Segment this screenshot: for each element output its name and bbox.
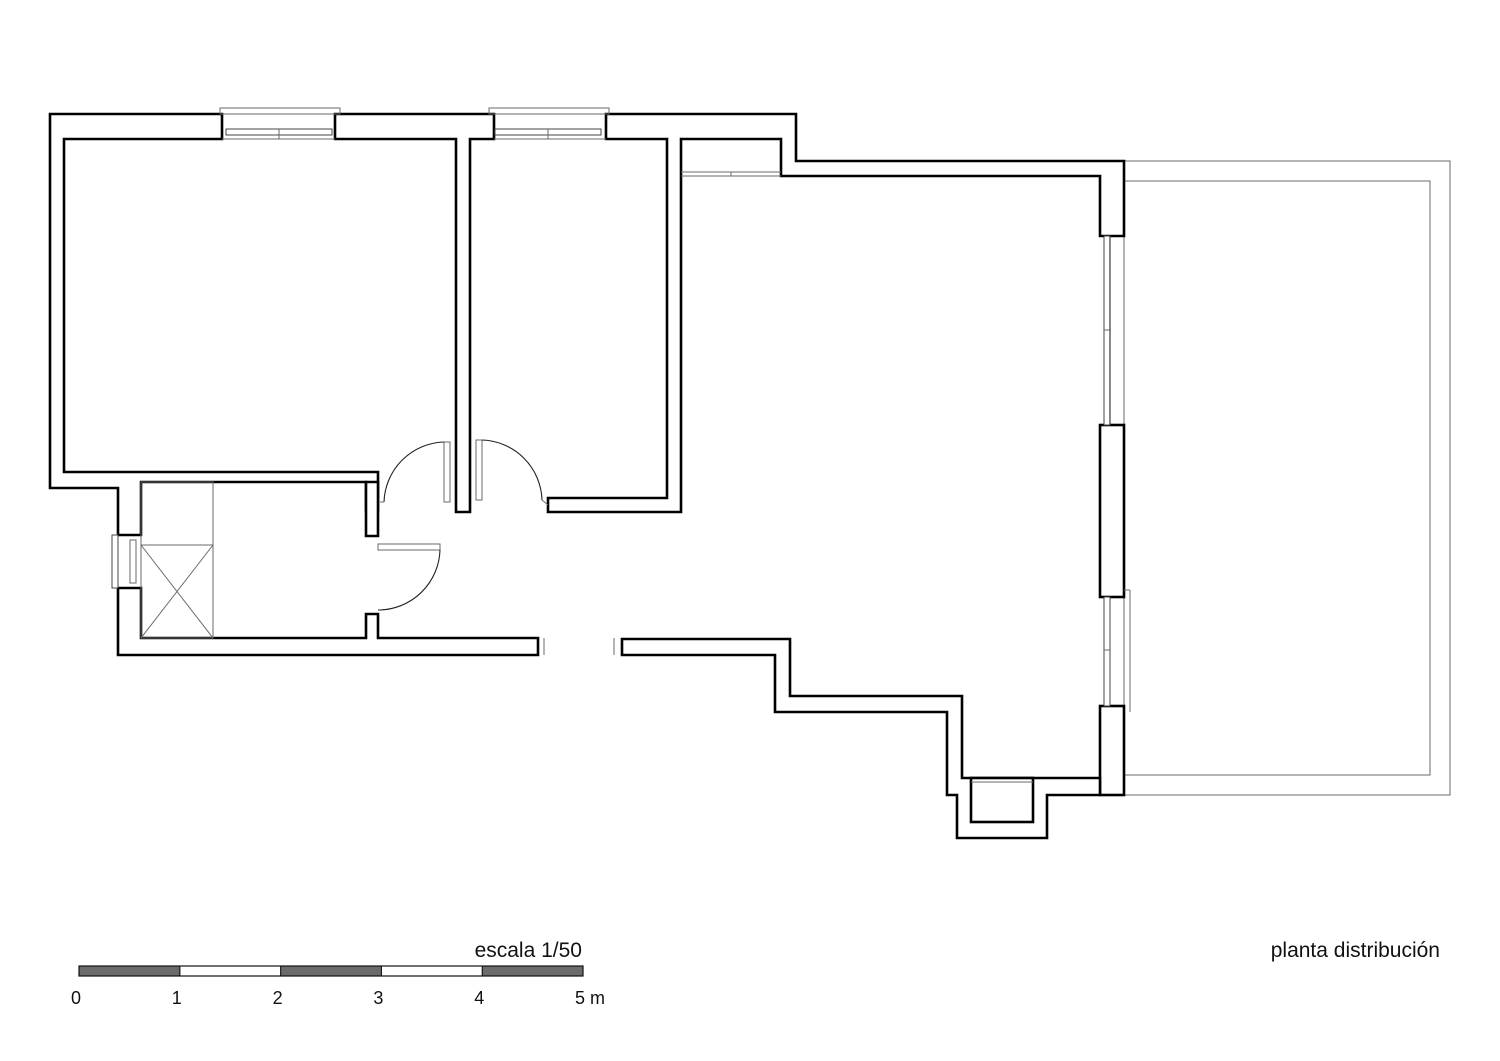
scale-segment [179,965,282,977]
bedroom-2-walls [546,112,1126,514]
scale-tick-label: 0 [71,988,81,1008]
scale-segment [280,965,382,977]
living-right-wall [1098,235,1131,797]
door-bathroom [377,543,441,611]
window-bedroom-2 [488,107,610,140]
bedroom-1-walls [48,112,496,537]
scale-bar [78,965,584,977]
scale-tick-label: 2 [273,988,283,1008]
window-living-top [681,171,781,177]
scale-ticks: 0 1 2 3 4 5 m [71,988,605,1008]
terrace [1123,160,1451,796]
scale-tick-label: 3 [373,988,383,1008]
scale-tick-label: 5 m [575,988,605,1008]
bathroom-walls [111,480,540,657]
scale-label: escala 1/50 [475,939,582,962]
door-bedroom-1 [380,441,451,503]
scale-segment [481,965,584,977]
scale-tick-label: 4 [474,988,484,1008]
drawing-title: planta distribución [1271,939,1440,962]
living-bottom-walls [620,637,1102,840]
entrance-opening [543,638,615,655]
scale-tick-label: 1 [172,988,182,1008]
scale-segment [380,965,483,977]
door-bedroom-2 [475,439,549,506]
scale-segment [78,965,181,977]
window-bedroom-1 [219,107,341,140]
